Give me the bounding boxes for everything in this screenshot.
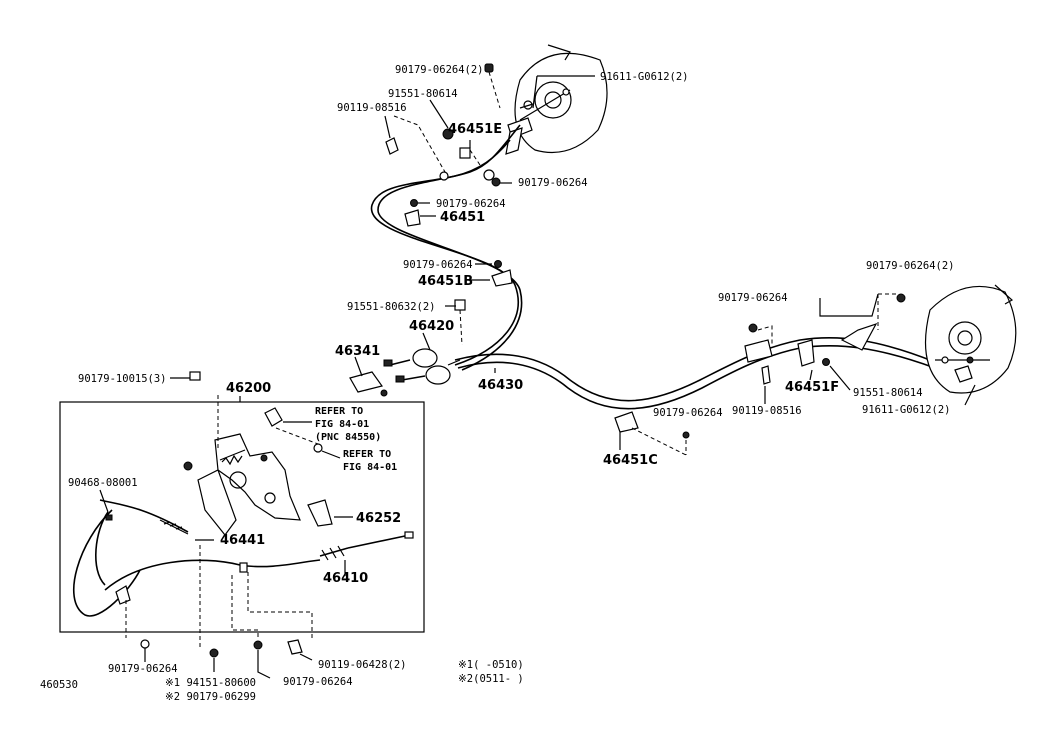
label-46200: 46200: [226, 381, 271, 396]
label-46451: 46451: [440, 210, 485, 225]
note-serial-2: ※2(0511- ): [458, 673, 524, 685]
refer-note-1-line3: (PNC 84550): [315, 432, 381, 443]
equalizer-46420: [349, 348, 461, 397]
label-90179-06264-e: 90179-06264: [653, 407, 723, 419]
refer-note-2-line2: FIG 84-01: [343, 462, 397, 473]
leader-lines: [99, 75, 976, 679]
diagram-id: 460530: [40, 679, 78, 691]
right-fasteners: [614, 293, 906, 456]
label-46341: 46341: [335, 344, 380, 359]
label-91611-g0612-2-top: 91611-G0612(2): [600, 71, 689, 83]
label-90179-06264-2-top: 90179-06264(2): [395, 64, 484, 76]
label-91551-80632-2: 91551-80632(2): [347, 301, 436, 313]
bottom-fasteners: [140, 639, 313, 661]
label-91551-80614-top: 91551-80614: [388, 88, 458, 100]
label-46252: 46252: [356, 511, 401, 526]
label-90179-06264-h: 90179-06264: [283, 676, 353, 688]
rear-cable-46430: [454, 337, 936, 402]
refer-note-1-line1: REFER TO: [315, 406, 363, 417]
label-94151-80600: ※1 94151-80600: [165, 677, 256, 689]
label-90119-08516-top: 90119-08516: [337, 102, 407, 114]
top-fasteners: [385, 63, 534, 346]
label-46451c: 46451C: [603, 453, 658, 468]
lever-cables: [72, 499, 414, 648]
label-46451f: 46451F: [785, 380, 839, 395]
refer-note-2-line1: REFER TO: [343, 449, 391, 460]
label-91551-80614-right: 91551-80614: [853, 387, 923, 399]
parking-lever-46200: [183, 371, 301, 536]
label-90119-08516-right: 90119-08516: [732, 405, 802, 417]
parking-lever-assembly-box: [59, 401, 425, 633]
part-46252-shape: [307, 499, 333, 527]
label-90179-06264-2-right: 90179-06264(2): [866, 260, 955, 272]
label-90468-08001: 90468-08001: [68, 477, 138, 489]
label-90179-06264-b: 90179-06264: [436, 198, 506, 210]
note-serial-1: ※1( -0510): [458, 659, 524, 671]
top-backing-plate: [505, 44, 608, 155]
front-cable-upper: [371, 124, 521, 366]
label-46441: 46441: [220, 533, 265, 548]
label-90179-06264-g: 90179-06264: [108, 663, 178, 675]
label-90119-06428-2: 90119-06428(2): [318, 659, 407, 671]
refer-parts: [264, 407, 341, 459]
label-91611-g0612-2-right: 91611-G0612(2): [862, 404, 951, 416]
label-90179-10015-3: 90179-10015(3): [78, 373, 167, 385]
label-46451b: 46451B: [418, 274, 473, 289]
label-90179-06299: ※2 90179-06299: [165, 691, 256, 703]
right-backing-plate: [924, 284, 1017, 394]
refer-note-1-line2: FIG 84-01: [315, 419, 369, 430]
label-46430: 46430: [478, 378, 523, 393]
label-90179-06264-d: 90179-06264: [718, 292, 788, 304]
label-46451e: 46451E: [448, 122, 502, 137]
label-46420: 46420: [409, 319, 454, 334]
label-46410: 46410: [323, 571, 368, 586]
label-90179-06264-a: 90179-06264: [518, 177, 588, 189]
label-90179-06264-c: 90179-06264: [403, 259, 473, 271]
